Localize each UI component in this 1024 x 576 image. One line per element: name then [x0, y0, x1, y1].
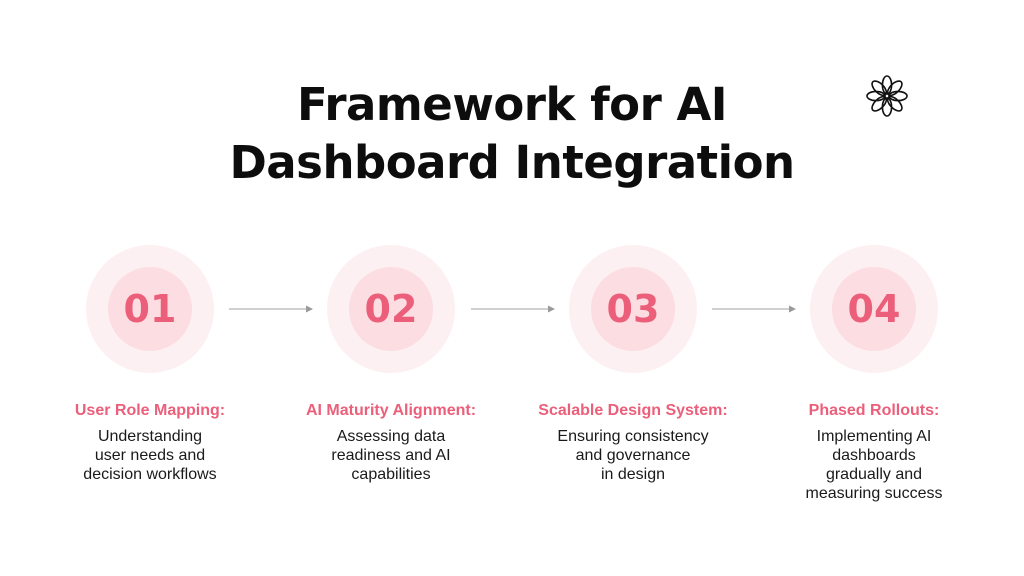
step-4-desc-line: Implementing AI [816, 428, 932, 445]
step-4: 04 Phased Rollouts: Implementing AI dash… [754, 245, 994, 515]
step-3-number: 03 [606, 287, 660, 331]
step-4-desc-line: gradually and [825, 466, 923, 483]
step-1-desc-line: user needs and [94, 447, 206, 464]
step-4-circle-inner [832, 267, 916, 351]
step-2-number: 02 [364, 287, 418, 331]
step-3-label: Scalable Design System: [538, 402, 728, 419]
arrow-right-icon [471, 305, 555, 313]
step-3-circle-inner [591, 267, 675, 351]
step-1-desc-line: Understanding [97, 428, 203, 445]
step-2-circle: 02 [327, 245, 455, 373]
step-1-circle: 01 [86, 245, 214, 373]
step-2-desc-line: capabilities [351, 466, 431, 483]
arrow-right-icon [712, 305, 796, 313]
step-1-number: 01 [123, 287, 177, 331]
step-2: 02 AI Maturity Alignment: Assessing data… [271, 245, 511, 515]
title-line-2: Dashboard Integration [229, 136, 795, 189]
step-2-desc-line: Assessing data [336, 428, 446, 445]
step-1-circle-inner [108, 267, 192, 351]
step-4-desc-line: dashboards [832, 447, 916, 464]
arrow-right-icon [229, 305, 313, 313]
step-4-number: 04 [847, 287, 901, 331]
page-title: Framework for AI Dashboard Integration [0, 76, 1024, 192]
step-2-label: AI Maturity Alignment: [305, 402, 477, 419]
step-4-circle: 04 [810, 245, 938, 373]
step-3-desc-line: Ensuring consistency [557, 428, 709, 445]
step-4-label: Phased Rollouts: [808, 402, 940, 419]
step-4-desc-line: measuring success [805, 485, 943, 502]
step-3-desc-line: and governance [575, 447, 691, 464]
step-1: 01 User Role Mapping: Understanding user… [30, 245, 270, 515]
step-3-circle: 03 [569, 245, 697, 373]
step-2-desc-line: readiness and AI [331, 447, 451, 464]
step-1-desc-line: decision workflows [83, 466, 217, 483]
step-2-circle-inner [349, 267, 433, 351]
step-4-description: Implementing AI dashboards gradually and… [784, 427, 964, 503]
step-3: 03 Scalable Design System: Ensuring cons… [513, 245, 753, 515]
step-3-desc-line: in design [600, 466, 666, 483]
step-2-description: Assessing data readiness and AI capabili… [301, 427, 481, 484]
flower-icon [866, 75, 908, 117]
step-1-label: User Role Mapping: [74, 402, 226, 419]
title-line-1: Framework for AI [296, 78, 728, 131]
step-1-description: Understanding user needs and decision wo… [60, 427, 240, 484]
step-3-description: Ensuring consistency and governance in d… [543, 427, 723, 484]
